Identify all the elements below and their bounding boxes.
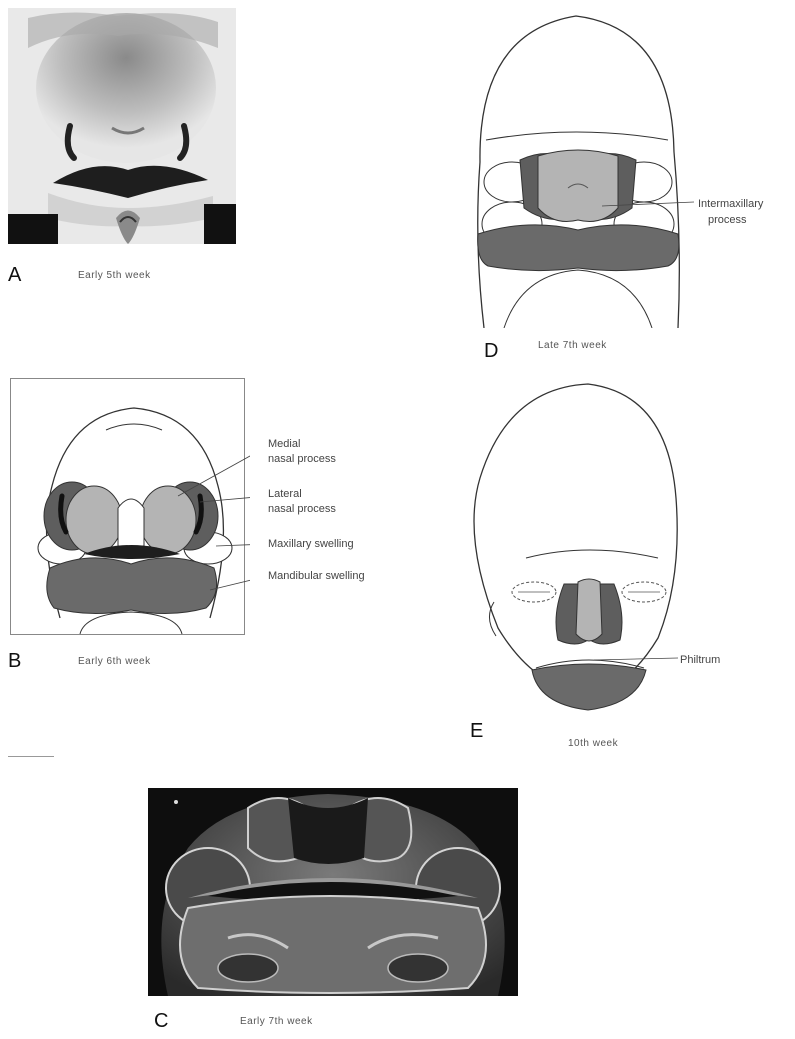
label-lateral-nasal-2: nasal process [268,503,336,516]
label-lateral-nasal-1: Lateral [268,488,302,501]
panel-c-image [148,788,518,996]
panel-a-caption: Early 5th week [78,270,151,281]
label-intermaxillary-2: process [708,214,747,227]
panel-c-letter: C [154,1010,168,1033]
label-maxillary-swelling: Maxillary swelling [268,538,354,551]
panel-d-drawing [472,12,694,328]
panel-e-caption: 10th week [568,738,618,749]
panel-e-drawing [468,378,678,712]
label-medial-nasal-1: Medial [268,438,300,451]
label-philtrum: Philtrum [680,654,720,667]
label-medial-nasal-2: nasal process [268,453,336,466]
panel-b-drawing [10,378,250,636]
label-mandibular-swelling: Mandibular swelling [268,570,365,583]
separator-rule [8,756,54,757]
panel-d-caption: Late 7th week [538,340,607,351]
panel-e-letter: E [470,720,483,743]
panel-b-caption: Early 6th week [78,656,151,667]
panel-d-letter: D [484,340,498,363]
label-intermaxillary-1: Intermaxillary [698,198,763,211]
panel-a-image [8,8,236,244]
panel-c-caption: Early 7th week [240,1016,313,1027]
panel-a-letter: A [8,264,21,287]
panel-b-letter: B [8,650,21,673]
